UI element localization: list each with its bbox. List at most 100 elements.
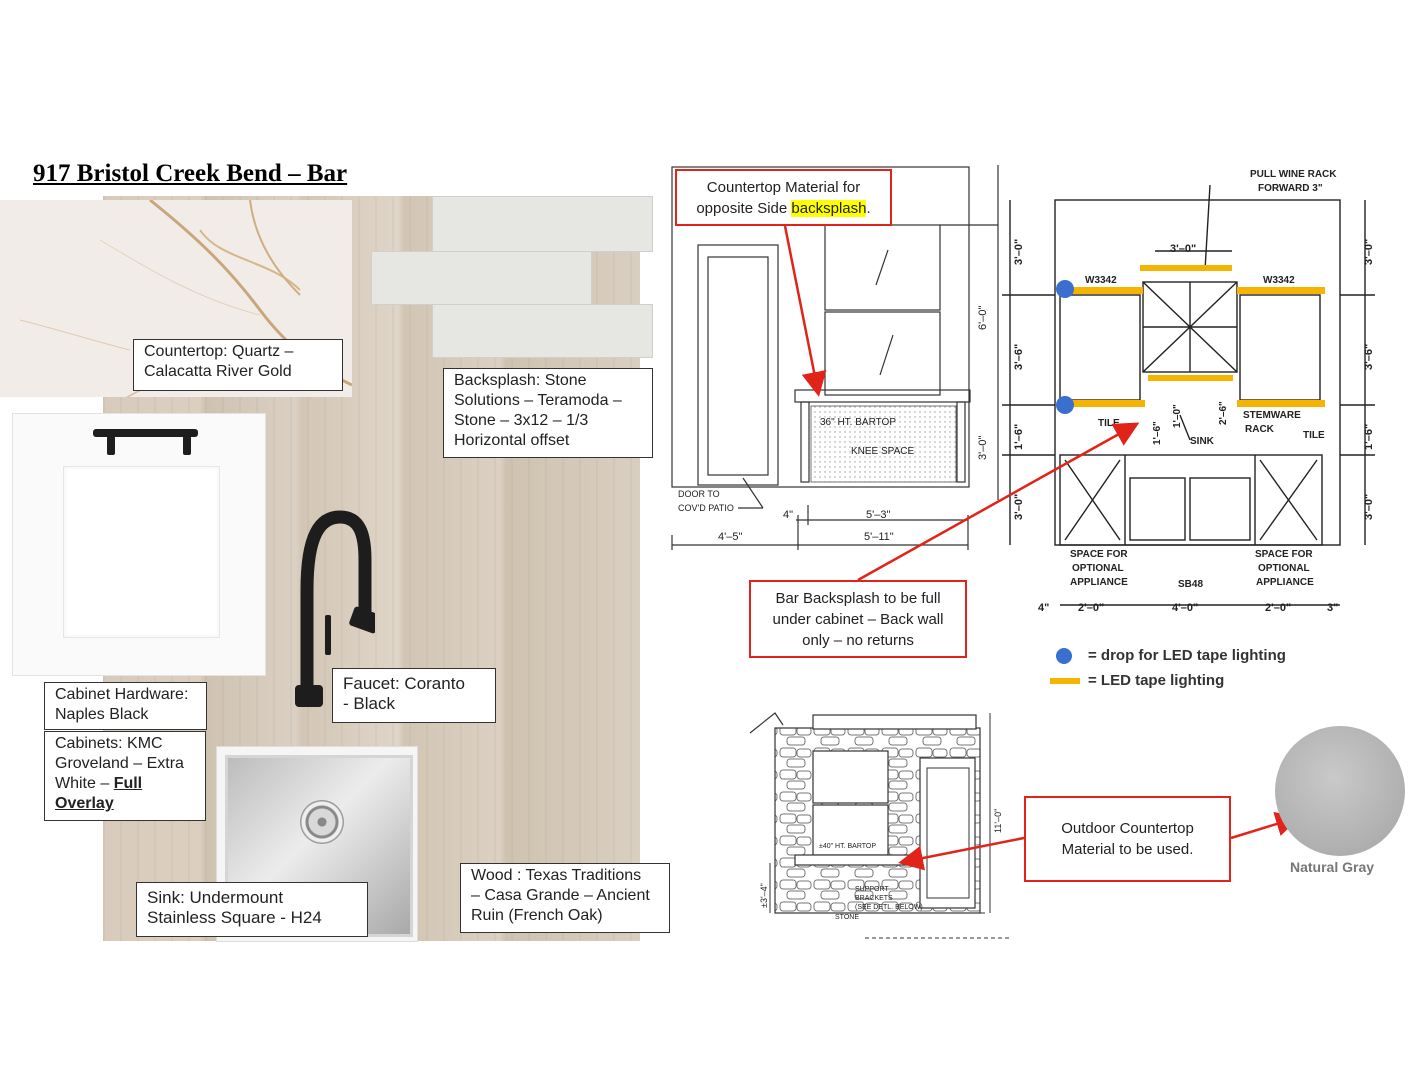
space-right-3: APPLIANCE [1256, 577, 1314, 588]
bar-callout-line3: only – no returns [802, 631, 914, 649]
cabinets-full-emphasis: Full [113, 775, 143, 792]
side-dim-l3: 3'–0" [1013, 494, 1025, 520]
sink-label-line2: Stainless Square - H24 [147, 908, 322, 927]
dim-4-5: 4'–5" [718, 531, 742, 543]
backsplash-tile-top [432, 196, 653, 252]
space-right-1: SPACE FOR [1255, 549, 1313, 560]
outdoor-callout-line1: Outdoor Countertop [1061, 820, 1194, 837]
cabinet-pull-bar [93, 429, 198, 437]
backsplash-label: Backsplash: Stone Solutions – Teramoda –… [443, 368, 653, 458]
cabinets-overlay-emphasis: Overlay [55, 795, 114, 812]
sb48-text: SB48 [1178, 579, 1203, 590]
side-dim-r1: 3'–6" [1363, 344, 1375, 370]
backsplash-label-line2: Solutions – Teramoda – [454, 392, 622, 409]
mid-dim-1: 1'–0" [1172, 404, 1183, 428]
top-dim: 3'–0" [1170, 243, 1196, 255]
countertop-label-line1: Countertop: Quartz – [144, 343, 294, 360]
brackets-text-3: (SEE DETL. BELOW) [855, 904, 923, 911]
w3342-left: W3342 [1085, 275, 1117, 286]
outdoor-lower-dim: ±3'–4" [759, 883, 769, 908]
bar-backsplash-callout: Bar Backsplash to be full under cabinet … [749, 580, 967, 658]
side-dim-r3: 3'–0" [1363, 494, 1375, 520]
cabinet-pull-post-left [107, 436, 115, 455]
side-dim-r2: 1'–6" [1363, 424, 1375, 450]
outdoor-height-dim: 11'–0" [993, 809, 1003, 833]
wood-label: Wood : Texas Traditions – Casa Grande – … [460, 863, 670, 933]
dim-4: 4" [783, 509, 793, 521]
outdoor-bartop-text: ±40" HT. BARTOP [819, 843, 876, 850]
mid-dim-2: 2'–6" [1218, 401, 1229, 425]
pull-text-1: PULL WINE RACK [1250, 169, 1337, 180]
bar-callout-line1: Bar Backsplash to be full [775, 589, 941, 607]
dim-6-0: 6'–0" [977, 306, 989, 330]
bottom-dim-1: 2'–0" [1078, 602, 1104, 614]
cabinet-door-image [12, 413, 266, 676]
side-dim-l0: 3'–0" [1013, 239, 1025, 265]
natural-gray-label: Natural Gray [1290, 859, 1375, 875]
dim-5-3: 5'–3" [866, 509, 890, 521]
countertop-label-line2: Calacatta River Gold [144, 363, 292, 380]
pull-text-2: FORWARD 3" [1258, 183, 1323, 194]
cabinets-label-line3: White – [55, 775, 114, 792]
cabinet-door-panel [63, 466, 220, 638]
door-text-1: DOOR TO [678, 489, 720, 499]
cabinets-label-line1: Cabinets: KMC [55, 735, 163, 752]
dim-5-11: 5'–11" [864, 531, 894, 543]
legend-dot-icon [1056, 648, 1072, 664]
backsplash-tile-bottom [432, 304, 653, 358]
page-title: 917 Bristol Creek Bend – Bar [33, 160, 348, 187]
countertop-callout-line2-pre: opposite Side [696, 199, 792, 217]
cabinets-label-line2: Groveland – Extra [55, 755, 184, 772]
brackets-text-2: BRACKETS [855, 895, 893, 902]
sink-text: SINK [1190, 436, 1215, 447]
hardware-label: Cabinet Hardware: Naples Black [44, 682, 207, 730]
bar-callout-line2: under cabinet – Back wall [772, 610, 944, 628]
wood-label-line1: Wood : Texas Traditions [471, 867, 642, 884]
bartop-text: 36" HT. BARTOP [820, 417, 896, 428]
legend-dot-text: = drop for LED tape lighting [1088, 647, 1286, 664]
countertop-label: Countertop: Quartz – Calacatta River Gol… [133, 339, 343, 391]
sink-drain [300, 800, 344, 844]
bottom-dim-2: 4'–0" [1172, 602, 1198, 614]
sink-label: Sink: Undermount Stainless Square - H24 [136, 882, 368, 937]
countertop-callout-highlight: backsplash [791, 199, 867, 217]
w3342-right: W3342 [1263, 275, 1295, 286]
wood-label-line2: – Casa Grande – Ancient [471, 887, 650, 904]
backsplash-label-line1: Backsplash: Stone [454, 372, 587, 389]
bottom-dim-0: 4" [1038, 602, 1049, 614]
faucet-label-line1: Faucet: Coranto [343, 674, 465, 693]
legend-bar-icon [1050, 678, 1080, 684]
space-left-1: SPACE FOR [1070, 549, 1128, 560]
dim-3-0: 3'–0" [977, 436, 989, 460]
stemware-1: STEMWARE [1243, 410, 1301, 421]
tile-right: TILE [1303, 430, 1325, 441]
side-dim-l1: 3'–6" [1013, 344, 1025, 370]
right-elevation-drawing: PULL WINE RACK FORWARD 3" 3'–0" W3342 W3… [1002, 169, 1375, 614]
cabinets-label: Cabinets: KMC Groveland – Extra White – … [44, 731, 206, 821]
outdoor-callout-line2: Material to be used. [1061, 841, 1194, 858]
countertop-material-callout: Countertop Material for opposite Side ba… [675, 169, 892, 226]
outdoor-elevation-drawing: ±40" HT. BARTOP SUPPORT BRACKETS (SEE DE… [749, 712, 1010, 939]
sink-label-line1: Sink: Undermount [147, 888, 284, 907]
mid-dim-0: 1'–6" [1152, 421, 1163, 445]
knee-space-text: KNEE SPACE [851, 446, 914, 457]
backsplash-tile-middle [371, 251, 592, 305]
stemware-2: RACK [1245, 424, 1275, 435]
cabinet-pull-post-right [183, 436, 191, 455]
hardware-label-line1: Cabinet Hardware: [55, 686, 189, 703]
space-left-2: OPTIONAL [1072, 563, 1124, 574]
bottom-dim-3: 2'–0" [1265, 602, 1291, 614]
stone-text: STONE [835, 914, 859, 921]
brackets-text-1: SUPPORT [855, 886, 889, 893]
side-dim-r0: 3'–0" [1363, 239, 1375, 265]
backsplash-label-line4: Horizontal offset [454, 432, 570, 449]
space-right-2: OPTIONAL [1258, 563, 1310, 574]
hardware-label-line2: Naples Black [55, 706, 149, 723]
faucet-label-line2: - Black [343, 694, 395, 713]
tile-left: TILE [1098, 418, 1120, 429]
natural-gray-swatch [1275, 726, 1405, 856]
side-dim-l2: 1'–6" [1013, 424, 1025, 450]
faucet-label: Faucet: Coranto - Black [332, 668, 496, 723]
outdoor-countertop-callout: Outdoor Countertop Material to be used. [1024, 796, 1231, 882]
backsplash-label-line3: Stone – 3x12 – 1/3 [454, 412, 589, 429]
